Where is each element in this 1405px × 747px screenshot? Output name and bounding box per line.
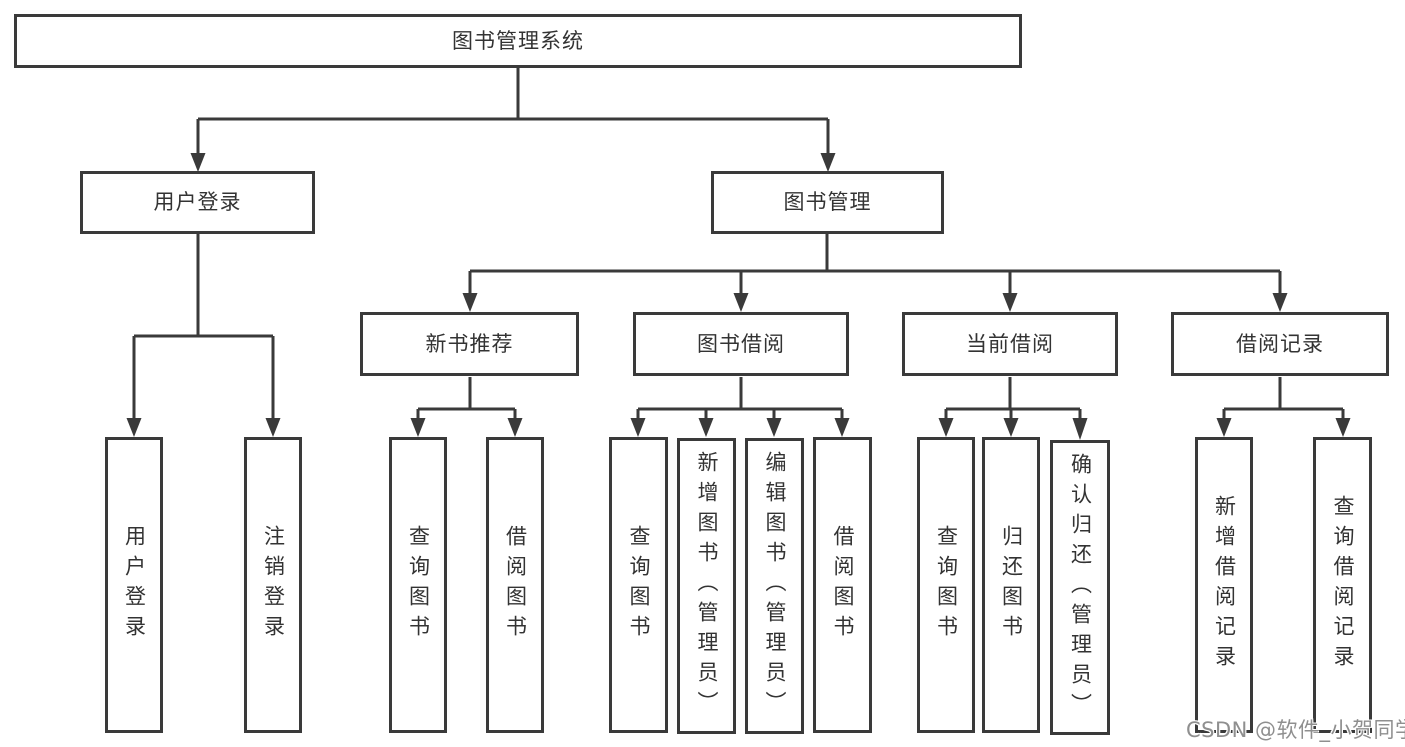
leaf-query-book-recommend: 查询图书 [389, 437, 447, 733]
leaf-query-book-current: 查询图书 [917, 437, 975, 733]
leaf-add-borrow-record: 新增借阅记录 [1195, 437, 1253, 733]
node-root-system: 图书管理系统 [14, 14, 1022, 68]
node-book-management: 图书管理 [711, 171, 944, 234]
connector-borrow-record-children [1216, 377, 1351, 437]
node-book-borrow: 图书借阅 [633, 312, 849, 376]
connector-current-borrow-children [938, 377, 1088, 440]
connector-root-to-level2 [190, 68, 836, 172]
node-borrow-records: 借阅记录 [1171, 312, 1389, 376]
connector-book-borrow-children [630, 377, 850, 437]
leaf-borrow-book: 借阅图书 [813, 437, 872, 733]
leaf-edit-book-admin: 编辑图书（管理员） [745, 438, 804, 734]
node-current-borrow: 当前借阅 [902, 312, 1118, 376]
connector-book-management-children [462, 234, 1288, 312]
leaf-borrow-book-recommend: 借阅图书 [486, 437, 544, 733]
leaf-user-login: 用户登录 [105, 437, 163, 733]
leaf-confirm-return-admin: 确认归还（管理员） [1050, 440, 1110, 735]
node-new-book-recommend: 新书推荐 [360, 312, 579, 376]
node-user-login: 用户登录 [80, 171, 315, 234]
connector-user-login-children [126, 234, 281, 437]
leaf-query-book-borrow: 查询图书 [609, 437, 668, 733]
connector-new-book-children [410, 377, 523, 437]
leaf-logout: 注销登录 [244, 437, 302, 733]
csdn-watermark: CSDN @软件_小贺同学 [1186, 718, 1405, 742]
leaf-query-borrow-record: 查询借阅记录 [1313, 437, 1372, 733]
leaf-add-book-admin: 新增图书（管理员） [677, 438, 736, 734]
leaf-return-book: 归还图书 [982, 437, 1040, 733]
